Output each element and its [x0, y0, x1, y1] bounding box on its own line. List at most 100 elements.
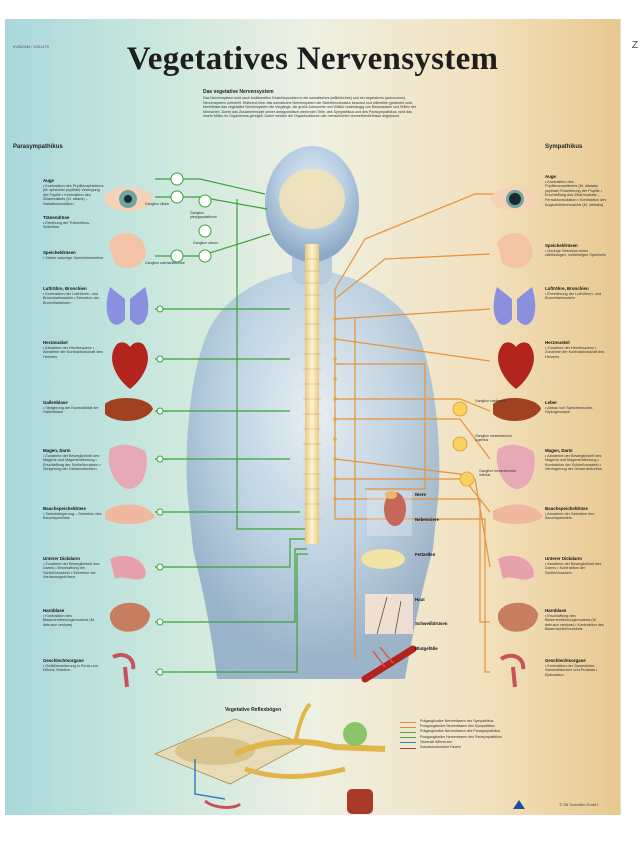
- sym-organ-9: Geschlechtsorgane• Kontraktion der Samen…: [545, 658, 607, 677]
- organ-name: Bauchspeicheldrüse: [43, 506, 86, 511]
- legend-item: Präganglionäre Nervenfasern des Sympathi…: [400, 719, 502, 724]
- ganglion-label-submandibulare: Ganglion submandibulare: [145, 261, 185, 265]
- organ-name: Geschlechtsorgane: [545, 658, 586, 663]
- organ-name: Herzmuskel: [43, 340, 68, 345]
- adrenal-shape: [385, 491, 397, 499]
- copyright-text: © 3B Scientific GmbH: [559, 802, 598, 807]
- ganglion-label-oticum: Ganglion oticum: [193, 241, 219, 245]
- organ-effect: • Abbau von Speicherzucker, Glykogenolys…: [545, 405, 594, 415]
- organ-effect: • Zunahme der Herzfrequenz • Zunahme der…: [545, 345, 605, 359]
- organ-effect: • Kontraktion der Luftröhren- und Bronch…: [43, 291, 99, 305]
- sym-organ-8: Harnblase• Erschlaffung des Blasenentlee…: [545, 608, 607, 632]
- organ-effect: • Abnahme der Beweglichkeit des Darms • …: [545, 561, 602, 575]
- ganglion-label-pterygopalatinum: Ganglion pterygopalatinum: [190, 211, 217, 219]
- ganglion-label-ciliare: Ganglion ciliare: [145, 202, 170, 206]
- sym-organ-0: Auge• Kontraktion des Pupillenerweiterer…: [545, 174, 607, 207]
- sympathikus-heading: Sympathikus: [545, 144, 583, 150]
- kidney-shape: [384, 492, 406, 526]
- organ-effect: • Kontraktion des Blasenentleerungsmuske…: [43, 613, 95, 627]
- organ-effect: • Erhöhung der Tränenfluss-Sekretion: [43, 220, 91, 230]
- organ-effect: • Kontraktion der Samenleiter, Samenbläs…: [545, 663, 598, 677]
- organ-effect: • Abnahme der Beweglichkeit des Magens u…: [545, 453, 602, 472]
- organ-effect: • Zunahme der Beweglichkeit des Magens u…: [43, 453, 101, 472]
- right-organ-illustrations: [491, 187, 543, 688]
- sym-organ-4: Leber• Abbau von Speicherzucker, Glykoge…: [545, 400, 607, 415]
- nervous-system-illustration: [104, 146, 543, 814]
- para-organ-2: Speicheldrüsen• Starke wässrige Speichel…: [43, 250, 105, 260]
- reflex-title: Vegetative Reflexbögen: [225, 707, 282, 713]
- para-organ-3: Luftröhre, Bronchien• Kontraktion der Lu…: [43, 286, 105, 305]
- organ-name: Luftröhre, Bronchien: [545, 286, 589, 291]
- legend-label: Somatomotorische Fasern: [420, 745, 462, 750]
- organ-effect: • Starke wässrige Speichelsekretion: [43, 255, 104, 260]
- organ-name: Speicheldrüsen: [545, 243, 578, 248]
- brain-shape: [279, 169, 345, 229]
- organ-name: Unterer Dickdarm: [545, 556, 582, 561]
- organ-effect: • Sekretsteigerung – Sekretion des Bauch…: [43, 511, 102, 521]
- organ-name: Leber: [545, 400, 557, 405]
- reflex-arc-diagram: [153, 702, 386, 814]
- legend-swatch: [400, 742, 416, 744]
- organ-name: Herzmuskel: [545, 340, 570, 345]
- legend-swatch: [400, 747, 416, 749]
- center-label-niere: Niere: [415, 492, 426, 497]
- legend-item: Präganglionäre Nervenfasern des Parasymp…: [400, 729, 502, 734]
- sym-organ-1: Speicheldrüsen• Geringe Sekretion eines …: [545, 243, 607, 258]
- organ-name: Gallenblase: [43, 400, 68, 405]
- organ-effect: • Zunahme der Beweglichkeit des Darms • …: [43, 561, 100, 580]
- organ-name: Auge: [545, 174, 556, 179]
- para-organ-6: Magen, Darm• Zunahme der Beweglichkeit d…: [43, 448, 105, 472]
- organ-name: Geschlechtsorgane: [43, 658, 84, 663]
- para-organ-9: Harnblase• Kontraktion des Blasenentleer…: [43, 608, 105, 627]
- legend-item: Postganglionäre Nervenfasern des Sympath…: [400, 724, 502, 729]
- sym-organ-3: Herzmuskel• Zunahme der Herzfrequenz • Z…: [545, 340, 607, 359]
- organ-effect: • Gefäßerweiterung in Penis und Klitoris…: [43, 663, 98, 673]
- spinal-cord: [305, 244, 319, 544]
- legend-label: Postganglionäre Nervenfasern des Parasym…: [420, 734, 502, 739]
- legend-swatch: [400, 737, 416, 739]
- left-organ-illustrations: [104, 187, 155, 688]
- poster-title: Vegetatives Nervensystem: [126, 41, 499, 77]
- organ-effect: • Steigerung der Kontraktilität der Gall…: [43, 405, 99, 415]
- organ-effect: • Geringe Sekretion eines zähflüssigen, …: [545, 248, 606, 258]
- organ-name: Harnblase: [43, 608, 65, 613]
- legend-swatch: [400, 726, 416, 728]
- legend-label: Postganglionäre Nervenfasern des Sympath…: [420, 724, 495, 729]
- skin-shape: [365, 594, 413, 634]
- para-organ-5: Gallenblase• Steigerung der Kontraktilit…: [43, 400, 105, 415]
- intro-heading: Das vegetative Nervensystem: [203, 89, 274, 95]
- center-label-fettzellen: Fettzellen: [415, 552, 436, 557]
- blood-vessel-shape: [361, 645, 417, 683]
- ganglion-label-mesentericum-inferius: Ganglion mesentericum inferius: [479, 469, 516, 477]
- sym-organ-6: Bauchspeicheldrüse• Abnahme der Sekretio…: [545, 506, 607, 521]
- legend-swatch: [400, 721, 416, 723]
- organ-name: Auge: [43, 178, 54, 183]
- organ-name: Unterer Dickdarm: [43, 556, 80, 561]
- sympathetic-pathways: [334, 193, 495, 673]
- para-organ-7: Bauchspeicheldrüse• Sekretsteigerung – S…: [43, 506, 105, 521]
- organ-name: Bauchspeicheldrüse: [545, 506, 588, 511]
- organ-name: Magen, Darm: [545, 448, 573, 453]
- ganglion-label-coeliacum: Ganglion coeliacum: [475, 399, 506, 403]
- legend-item: Somatomotorische Fasern: [400, 745, 502, 750]
- organ-effect: • Abnahme der Sekretion des Bauchspeiche…: [545, 511, 595, 521]
- legend-label: Präganglionäre Nervenfasern des Sympathi…: [420, 719, 494, 723]
- 3b-logo-icon: [513, 800, 525, 809]
- sym-organ-7: Unterer Dickdarm• Abnahme der Beweglichk…: [545, 556, 607, 575]
- fat-cells-shape: [361, 549, 405, 569]
- legend-label: Viszerale Afferenzen: [420, 739, 452, 744]
- center-label-blutgefaesse: Blutgefäße: [415, 646, 438, 651]
- organ-name: Tränendrüse: [43, 215, 70, 220]
- organ-effect: • Abnahme der Herzfrequenz • Abnahme der…: [43, 345, 103, 359]
- intro-text: Das Nervensystem wird nach funktionellen…: [203, 96, 417, 119]
- sym-organ-2: Luftröhre, Bronchien• Erweiterung der Lu…: [545, 286, 607, 301]
- organ-effect: • Kontraktion des Pupillenerweiterers (M…: [545, 179, 607, 207]
- legend-swatch: [400, 731, 416, 733]
- organ-effect: • Erweiterung der Luftröhren- und Bronch…: [545, 291, 602, 301]
- center-label-schweissdruesen: Schweißdrüsen: [415, 621, 448, 626]
- parasympathikus-heading: Parasympathikus: [13, 144, 63, 150]
- parasympathetic-pathways: [155, 178, 308, 673]
- side-cut-character: Z: [631, 40, 638, 51]
- para-organ-0: Auge• Kontraktion des Pupillensphinkters…: [43, 178, 105, 207]
- para-organ-10: Geschlechtsorgane• Gefäßerweiterung in P…: [43, 658, 105, 673]
